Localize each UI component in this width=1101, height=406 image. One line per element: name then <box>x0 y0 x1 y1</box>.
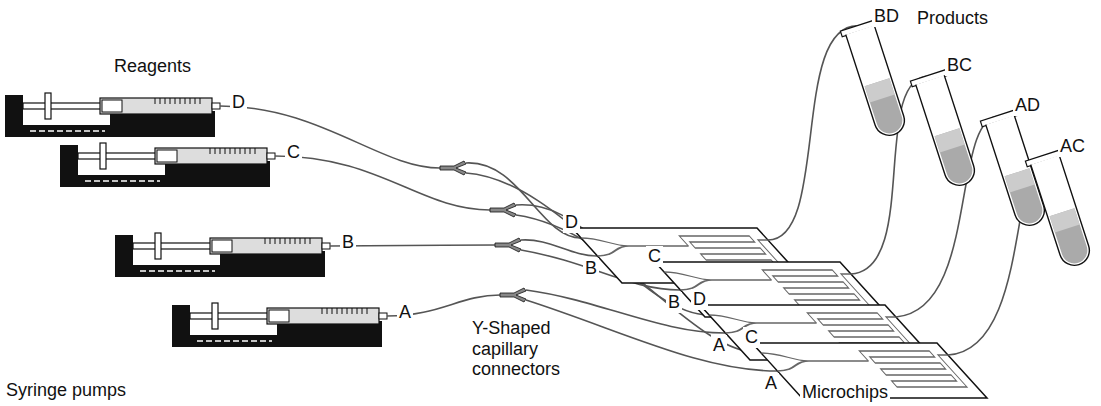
reagent-letter: B <box>340 232 356 253</box>
inlet-letter: C <box>743 327 760 348</box>
reagent-letter: D <box>230 92 247 113</box>
product-label: BC <box>945 55 974 76</box>
product-label: BD <box>872 6 901 27</box>
product-label: AC <box>1058 136 1087 157</box>
section-label: Y-Shaped capillary connectors <box>470 318 574 380</box>
product-label: AD <box>1013 95 1042 116</box>
reagent-letter: C <box>285 142 302 163</box>
inlet-letter: B <box>583 258 599 279</box>
inlet-letter: C <box>646 246 663 267</box>
section-heading: Products <box>915 8 990 29</box>
section-heading: Reagents <box>112 56 193 77</box>
microchips <box>572 228 987 398</box>
section-label: Microchips <box>800 382 890 403</box>
outlet-tubing <box>768 26 1045 355</box>
inlet-letter: D <box>563 212 580 233</box>
inlet-letter: A <box>763 373 779 394</box>
inlet-letter: D <box>691 289 708 310</box>
section-label: Syringe pumps <box>4 380 128 401</box>
test-tubes <box>840 19 1097 270</box>
inlet-letter: B <box>666 292 682 313</box>
reagent-letter: A <box>397 302 413 323</box>
inlet-letter: A <box>711 335 727 356</box>
y-connectors <box>440 161 526 302</box>
